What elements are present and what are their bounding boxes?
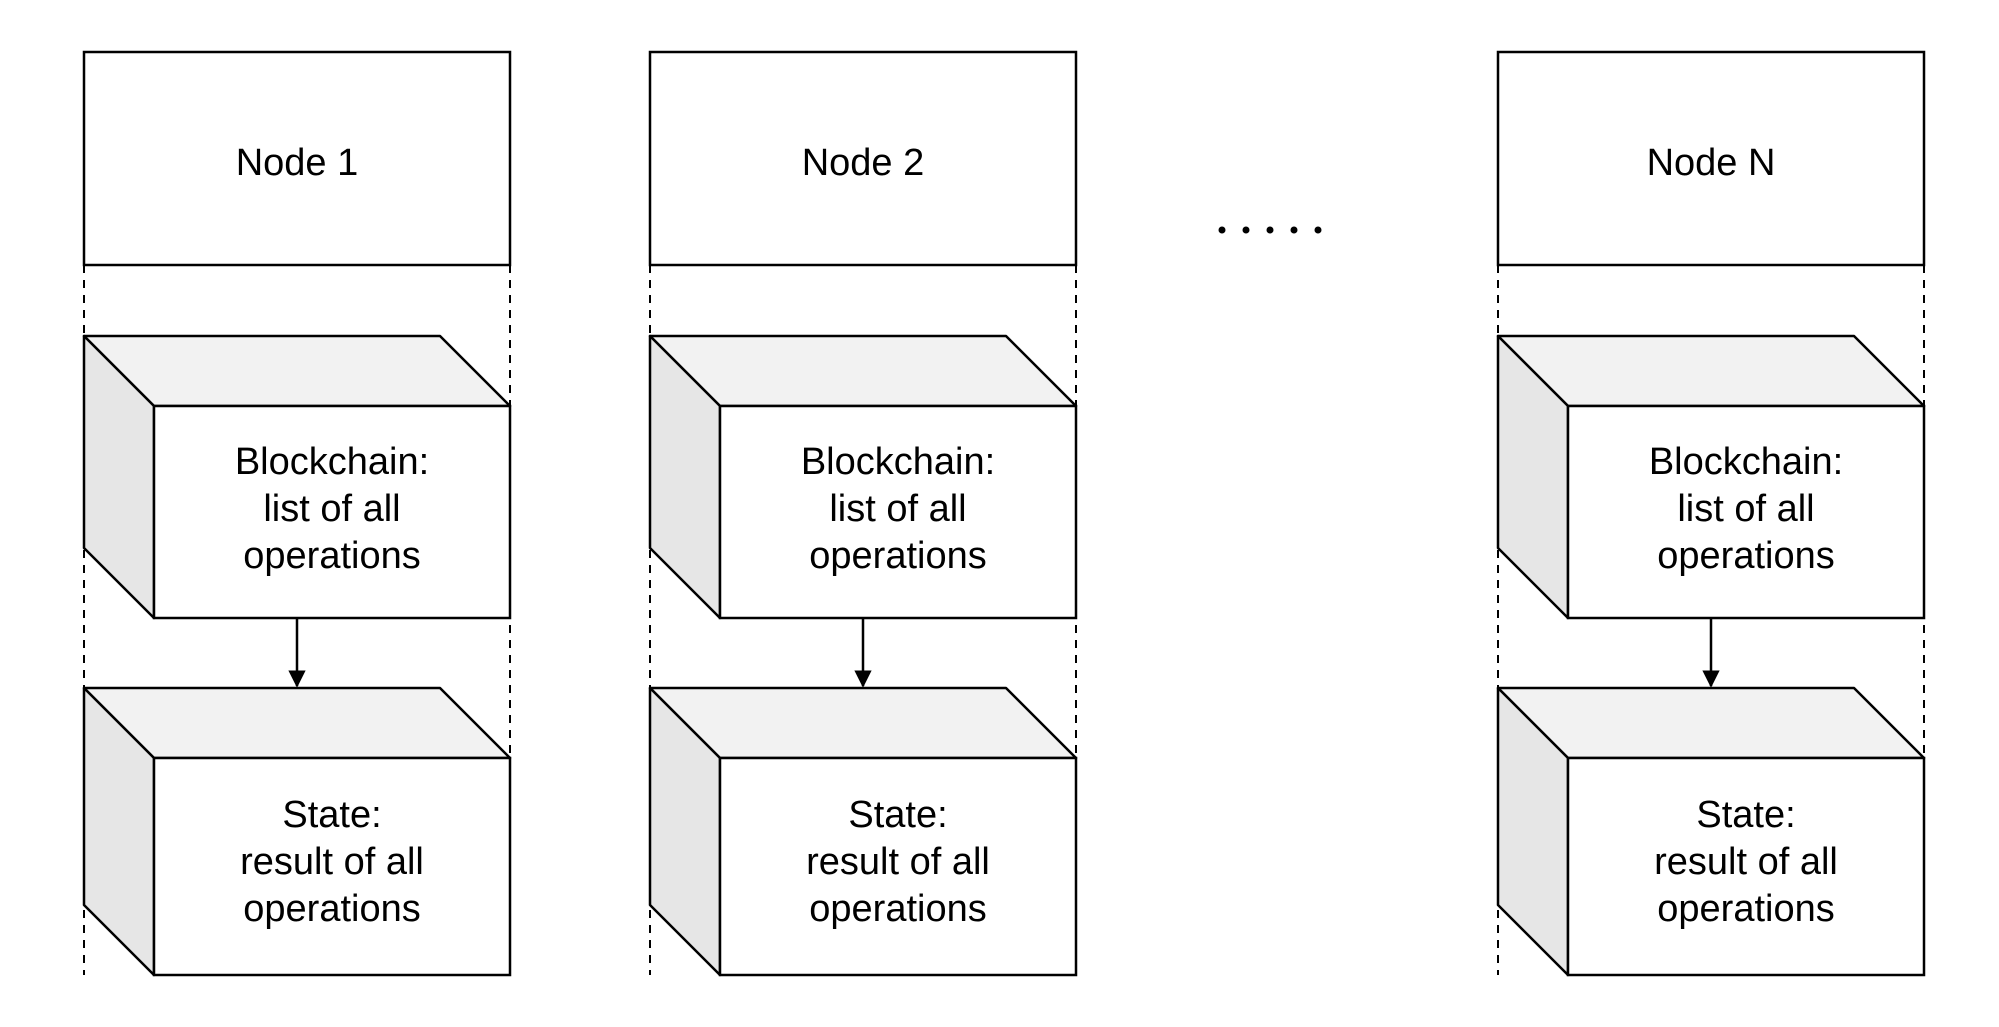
cube-top-face [1496, 686, 1926, 760]
state-label-line-1: State: [848, 794, 947, 836]
blockchain-label-line-3: operations [809, 535, 986, 577]
node-title: Node N [1647, 142, 1776, 184]
blockchain-label-line-2: list of all [1677, 488, 1814, 530]
state-cube: State: result of all operations [1496, 686, 1926, 977]
blockchain-label-line-1: Blockchain: [801, 441, 995, 483]
cube-top-face [82, 334, 512, 408]
ellipsis-dot [1218, 226, 1226, 234]
node-column-2: Node 2 Blockchain: list of all operation… [648, 50, 1078, 977]
blockchain-label-line-3: operations [243, 535, 420, 577]
cube-front-face [1566, 404, 1926, 620]
cube-top-face [82, 686, 512, 760]
ellipsis-dot [1266, 226, 1274, 234]
state-label-line-2: result of all [1654, 841, 1838, 883]
node-title: Node 1 [236, 142, 359, 184]
ellipsis-dot [1290, 226, 1298, 234]
ellipsis-dot [1314, 226, 1322, 234]
state-label-line-3: operations [809, 888, 986, 930]
cube-front-face [718, 756, 1078, 977]
blockchain-label-line-1: Blockchain: [1649, 441, 1843, 483]
blockchain-cube: Blockchain: list of all operations [648, 334, 1078, 620]
state-label-line-2: result of all [240, 841, 424, 883]
blockchain-cube: Blockchain: list of all operations [82, 334, 512, 620]
cube-front-face [152, 756, 512, 977]
blockchain-label-line-2: list of all [263, 488, 400, 530]
node-box: Node 2 [648, 50, 1078, 267]
node-column-1: Node 1 Blockchain: list of all operation… [82, 50, 512, 977]
blockchain-cube: Blockchain: list of all operations [1496, 334, 1926, 620]
cube-top-face [1496, 334, 1926, 408]
state-label-line-3: operations [1657, 888, 1834, 930]
cube-front-face [718, 404, 1078, 620]
state-label-line-3: operations [243, 888, 420, 930]
ellipsis-dot [1242, 226, 1250, 234]
cube-top-face [648, 686, 1078, 760]
node-box: Node 1 [82, 50, 512, 267]
state-label-line-1: State: [1696, 794, 1795, 836]
node-column-n: Node N Blockchain: list of all operation… [1496, 50, 1926, 977]
blockchain-label-line-2: list of all [829, 488, 966, 530]
cube-front-face [152, 404, 512, 620]
node-box: Node N [1496, 50, 1926, 267]
cube-top-face [648, 334, 1078, 408]
node-title: Node 2 [802, 142, 925, 184]
cube-front-face [1566, 756, 1926, 977]
blockchain-label-line-1: Blockchain: [235, 441, 429, 483]
blockchain-label-line-3: operations [1657, 535, 1834, 577]
ellipsis: ..... [1218, 226, 1322, 234]
state-label-line-2: result of all [806, 841, 990, 883]
state-cube: State: result of all operations [648, 686, 1078, 977]
state-cube: State: result of all operations [82, 686, 512, 977]
state-label-line-1: State: [282, 794, 381, 836]
